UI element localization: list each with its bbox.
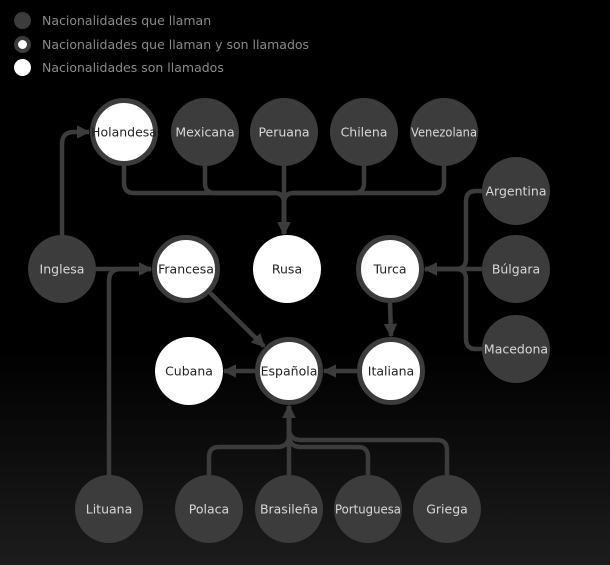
node-label: Macedona	[484, 342, 548, 357]
node-label: Francesa	[158, 262, 214, 277]
node-portuguesa[interactable]: Portuguesa	[334, 475, 402, 543]
node-label: Argentina	[486, 184, 547, 199]
edge-mexicana-to-rusa	[202, 166, 291, 236]
node-label: Polaca	[189, 502, 229, 517]
node-francesa[interactable]: Francesa	[152, 235, 220, 303]
node-circle[interactable]	[410, 98, 478, 166]
node-holandesa[interactable]: Holandesa	[90, 98, 158, 166]
node-label: Búlgara	[492, 262, 540, 277]
node-label: Española	[261, 364, 318, 379]
edge-venezolana-to-rusa	[277, 166, 447, 236]
edge-francesa-to-espanola	[208, 291, 266, 348]
node-italiana[interactable]: Italiana	[357, 337, 425, 405]
edge-macedona-to-turca	[423, 262, 482, 352]
node-venezolana[interactable]: Venezolana	[410, 98, 478, 166]
node-peruana[interactable]: Peruana	[250, 98, 318, 166]
node-circle[interactable]	[413, 475, 481, 543]
node-label: Peruana	[258, 125, 309, 140]
node-circle[interactable]	[482, 235, 550, 303]
node-label: Griega	[426, 502, 468, 517]
node-mexicana[interactable]: Mexicana	[171, 98, 239, 166]
node-label: Turca	[372, 262, 406, 277]
node-circle[interactable]	[482, 157, 550, 225]
node-label: Italiana	[368, 364, 414, 379]
node-rusa[interactable]: Rusa	[253, 235, 321, 303]
legend-label: Nacionalidades son llamados	[42, 60, 224, 75]
node-label: Mexicana	[175, 125, 234, 140]
node-circle[interactable]	[175, 475, 243, 543]
node-label: Lituana	[86, 502, 133, 517]
node-label: Chilena	[341, 125, 388, 140]
edge-chilena-to-rusa	[277, 166, 367, 236]
node-cubana[interactable]: Cubana	[155, 337, 223, 405]
node-label: Inglesa	[40, 262, 85, 277]
node-circle[interactable]	[482, 315, 550, 383]
node-circle[interactable]	[357, 337, 425, 405]
node-circle[interactable]	[90, 98, 158, 166]
node-circle[interactable]	[171, 98, 239, 166]
nodes: Holandesa Mexicana Peruana Chilena Venezolan…	[28, 98, 550, 543]
node-label: Rusa	[272, 262, 302, 277]
node-circle[interactable]	[356, 235, 424, 303]
edge-turca-to-italiana	[383, 302, 398, 338]
node-espanola[interactable]: Española	[255, 337, 323, 405]
node-label: Brasileña	[260, 502, 318, 517]
node-griega[interactable]: Griega	[413, 475, 481, 543]
node-circle[interactable]	[255, 475, 323, 543]
legend-swatch-caller	[14, 12, 31, 29]
node-label: Venezolana	[411, 125, 477, 140]
node-brasilena[interactable]: Brasileña	[255, 475, 323, 543]
legend-label: Nacionalidades que llaman	[42, 13, 212, 28]
node-circle[interactable]	[334, 475, 402, 543]
edge-inglesa-to-holandesa	[59, 125, 91, 235]
legend-swatch-both	[14, 35, 31, 53]
edge-argentina-to-turca	[423, 188, 482, 276]
node-label: Portuguesa	[335, 502, 401, 517]
edge-portuguesa-to-espanola	[282, 404, 371, 475]
node-polaca[interactable]: Polaca	[175, 475, 243, 543]
legend-swatch-called	[14, 59, 31, 76]
node-circle[interactable]	[330, 98, 398, 166]
edge-griega-to-espanola	[282, 404, 450, 475]
node-lituana[interactable]: Lituana	[75, 475, 143, 543]
node-inglesa[interactable]: Inglesa	[28, 235, 96, 303]
edges	[59, 125, 482, 475]
node-label: Holandesa	[91, 125, 157, 140]
edge-lituana-to-francesa	[106, 262, 153, 475]
node-circle[interactable]	[250, 98, 318, 166]
node-circle[interactable]	[152, 235, 220, 303]
edge-polaca-to-espanola	[206, 404, 296, 475]
node-macedona[interactable]: Macedona	[482, 315, 550, 383]
legend-label: Nacionalidades que llaman y son llamados	[42, 36, 310, 52]
node-circle[interactable]	[75, 475, 143, 543]
node-circle[interactable]	[255, 337, 323, 405]
node-argentina[interactable]: Argentina	[482, 157, 550, 225]
node-label: Cubana	[165, 364, 213, 379]
node-circle[interactable]	[28, 235, 96, 303]
node-circle[interactable]	[155, 337, 223, 405]
node-chilena[interactable]: Chilena	[330, 98, 398, 166]
node-bulgara[interactable]: Búlgara	[482, 235, 550, 303]
node-turca[interactable]: Turca	[356, 235, 424, 303]
node-circle[interactable]	[253, 235, 321, 303]
